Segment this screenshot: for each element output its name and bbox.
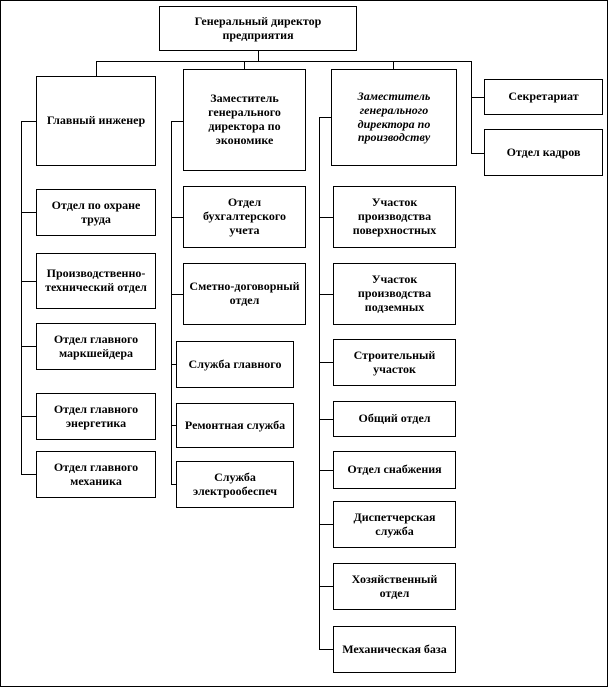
connector-stub-repair-service — [171, 425, 176, 426]
org-box-secretariat: Секретариат — [484, 79, 603, 115]
connector-top-horizontal — [96, 61, 471, 62]
org-box-production-technical: Производственно-технический отдел — [36, 253, 156, 309]
connector-stub-electro-service — [171, 484, 176, 485]
connector-stub-construction-section — [319, 362, 333, 363]
connector-stub-general-department — [319, 419, 333, 420]
connector-drop-deputy-production — [393, 61, 394, 69]
connector-top-drop — [258, 51, 259, 61]
connector-drop-chief-engineer — [96, 61, 97, 76]
connector-stub-chief-power — [21, 416, 36, 417]
connector-stub-accounting — [171, 217, 183, 218]
connector-stub-chief-service — [171, 364, 176, 365]
org-box-mechanical-base: Механическая база — [333, 626, 456, 673]
org-box-labor-safety: Отдел по охране труда — [36, 189, 156, 236]
connector-stub-chief-engineer — [21, 121, 36, 122]
connector-stub-underground-section — [319, 294, 333, 295]
connector-stub-production-technical — [21, 281, 36, 282]
org-box-supply-department: Отдел снабжения — [333, 451, 456, 489]
org-box-general-department: Общий отдел — [333, 401, 456, 437]
org-box-underground-section: Участок производства подземных — [333, 263, 456, 325]
connector-secretariat-trunk — [471, 61, 472, 153]
connector-stub-facilities-department — [319, 586, 333, 587]
org-box-accounting: Отдел бухгалтерского учета — [183, 186, 306, 248]
connector-stub-chief-surveyor — [21, 346, 36, 347]
org-box-facilities-department: Хозяйственный отдел — [333, 563, 456, 610]
org-box-electro-service: Служба электрообеспеч — [176, 461, 294, 508]
connector-left-trunk — [21, 121, 22, 474]
org-box-construction-section: Строительный участок — [333, 339, 456, 386]
connector-stub-labor-safety — [21, 212, 36, 213]
connector-stub-deputy-economics — [171, 121, 183, 122]
org-box-chief-mechanic: Отдел главного механика — [36, 451, 156, 498]
org-box-dispatch-service: Диспетчерская служба — [333, 501, 456, 548]
org-box-chief-surveyor: Отдел главного маркшейдера — [36, 323, 156, 370]
org-box-estimate-contract: Сметно-договорный отдел — [183, 263, 306, 325]
connector-stub-dispatch-service — [319, 524, 333, 525]
connector-drop-deputy-economics — [244, 61, 245, 69]
connector-middle-trunk — [171, 121, 172, 484]
org-box-surface-section: Участок производства поверхностных — [333, 186, 456, 248]
connector-stub-mechanical-base — [319, 649, 333, 650]
org-box-chief-engineer: Главный инженер — [36, 76, 156, 166]
org-box-deputy-production: Заместитель генерального директора по пр… — [331, 69, 457, 166]
org-box-repair-service: Ремонтная служба — [176, 403, 294, 448]
org-box-chief-power: Отдел главного энергетика — [36, 393, 156, 440]
org-box-chief-service: Служба главного — [176, 341, 294, 388]
connector-stub-surface-section — [319, 217, 333, 218]
org-box-general-director: Генеральный директор предприятия — [159, 6, 357, 51]
connector-stub-deputy-production — [319, 117, 331, 118]
connector-stub-chief-mechanic — [21, 474, 36, 475]
connector-stub-hr-department — [471, 153, 484, 154]
org-box-deputy-economics: Заместитель генерального директора по эк… — [183, 69, 306, 171]
connector-right-trunk — [319, 117, 320, 649]
connector-stub-supply-department — [319, 470, 333, 471]
connector-stub-estimate-contract — [171, 294, 183, 295]
connector-stub-secretariat — [471, 97, 484, 98]
org-box-hr-department: Отдел кадров — [484, 129, 603, 176]
